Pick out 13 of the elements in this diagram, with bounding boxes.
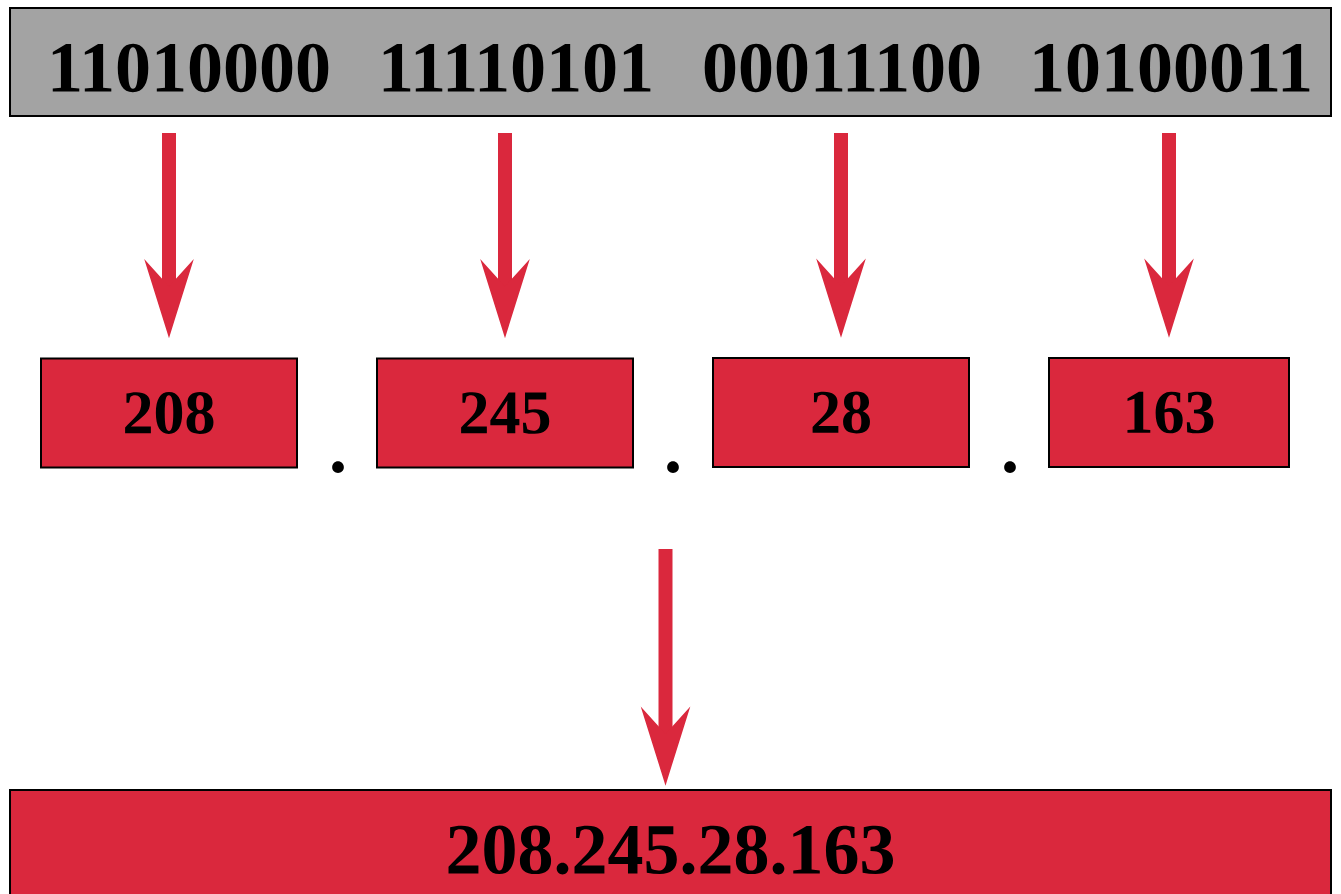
binary-octet: 11110101 bbox=[383, 43, 651, 93]
binary-octet: 11010000 bbox=[52, 43, 329, 93]
separator-dot: . bbox=[667, 461, 679, 473]
binary-octet: 10100011 bbox=[1034, 43, 1310, 93]
separator-dot: . bbox=[1004, 461, 1016, 473]
binary-octet: 00011100 bbox=[704, 43, 980, 93]
octet-box: 208 bbox=[40, 357, 298, 469]
separator-dot: . bbox=[332, 461, 344, 473]
binary-bar bbox=[9, 7, 1332, 117]
octet-box: 28 bbox=[712, 357, 970, 468]
address-bar: 208.245.28.163 bbox=[9, 789, 1332, 894]
octet-box: 245 bbox=[376, 357, 634, 469]
octet-box: 163 bbox=[1048, 357, 1290, 468]
